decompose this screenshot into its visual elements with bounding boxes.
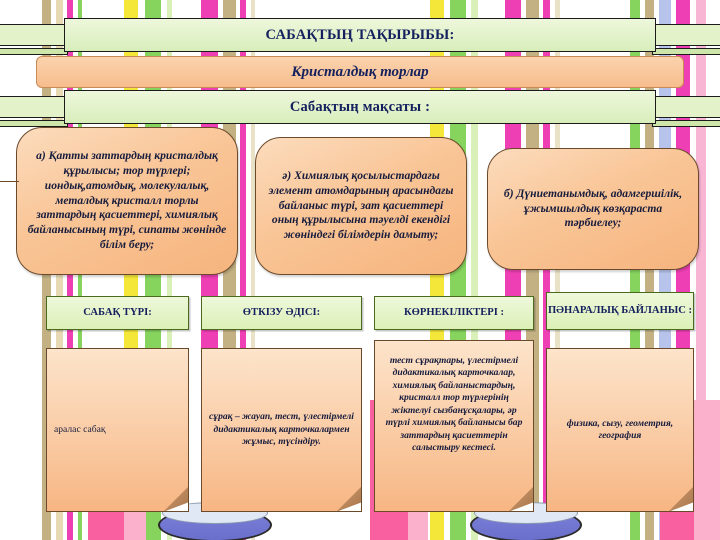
method-header-label: ӨТКІЗУ ӘДІСІ: (242, 306, 321, 318)
lesson-aim-label: Сабақтың мақсаты : (289, 98, 431, 115)
ribbon-fold-right (652, 120, 720, 127)
lesson-type-value-text: аралас сабақ (54, 423, 106, 435)
visual-aids-value: тест сұрақтары, үлестірмелі дидактикалық… (374, 340, 534, 512)
objective-a: а) Қатты заттардың кристалдық құрылысы; … (0, 127, 238, 275)
ribbon-fold-left (0, 120, 68, 127)
lesson-topic-banner: САБАҚТЫҢ ТАҚЫРЫБЫ: (0, 18, 720, 55)
objective-a-text: а) Қатты заттардың кристалдық құрылысы; … (27, 149, 227, 252)
cross-subject-header-label: ПӘНАРАЛЫҚ БАЙЛАНЫС : (547, 304, 693, 316)
objective-ae-text: ә) Химиялық қосылыстардағы элемент атомд… (268, 168, 454, 242)
visual-aids-header-label: КӨРНЕКІЛІКТЕРІ : (403, 306, 505, 318)
cross-subject-header: ПӘНАРАЛЫҚ БАЙЛАНЫС : (546, 292, 694, 330)
ribbon-body: САБАҚТЫҢ ТАҚЫРЫБЫ: (64, 18, 656, 52)
lesson-type-header-label: САБАҚ ТҮРІ: (83, 306, 152, 318)
ribbon-body: Сабақтың мақсаты : (64, 90, 656, 124)
visual-aids-header: КӨРНЕКІЛІКТЕРІ : (374, 296, 534, 330)
lesson-type-value: аралас сабақ (46, 348, 189, 512)
lesson-type-header: САБАҚ ТҮРІ: (46, 296, 189, 330)
objective-b: б) Дүниетанымдық, адамгершілік, ұжымшылд… (487, 148, 699, 270)
ribbon-fold-left (0, 48, 68, 55)
objective-b-text: б) Дүниетанымдық, адамгершілік, ұжымшылд… (503, 186, 683, 230)
objective-ae: ә) Химиялық қосылыстардағы элемент атомд… (255, 137, 467, 275)
callout-stem (0, 180, 19, 182)
method-header: ӨТКІЗУ ӘДІСІ: (201, 296, 362, 330)
method-value: сұрақ – жауап, тест, үлестірмелі дидакти… (201, 348, 362, 512)
lesson-topic-label: САБАҚТЫҢ ТАҚЫРЫБЫ: (265, 26, 455, 43)
pink-accent-6 (694, 400, 720, 540)
lesson-aim-banner: Сабақтың мақсаты : (0, 90, 720, 127)
cross-subject-value-text: физика, сызу, геометрия, география (566, 417, 674, 441)
lesson-title-text: Кристалдық торлар (291, 63, 429, 80)
visual-aids-value-text: тест сұрақтары, үлестірмелі дидактикалық… (385, 355, 523, 454)
lesson-title-bar: Кристалдық торлар (36, 56, 684, 88)
stripe-group-far-right (625, 0, 706, 540)
cross-subject-value: физика, сызу, геометрия, география (546, 348, 694, 512)
ribbon-fold-right (652, 48, 720, 55)
method-value-text: сұрақ – жауап, тест, үлестірмелі дидакти… (209, 411, 354, 448)
